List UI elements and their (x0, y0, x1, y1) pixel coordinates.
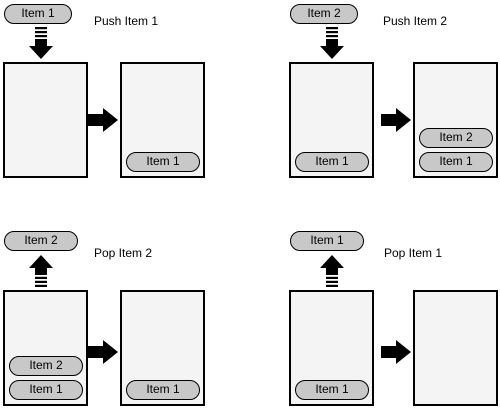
caption: Push Item 1 (94, 14, 159, 28)
transition-arrow-icon (88, 108, 118, 132)
stack-before: Item 1 (289, 62, 374, 178)
stack-after: Item 2 Item 1 (413, 62, 498, 178)
push-arrow-icon (320, 27, 344, 59)
stack-item: Item 1 (126, 152, 200, 172)
pop-arrow-icon (320, 255, 344, 287)
transition-arrow-icon (381, 108, 411, 132)
moving-item: Item 2 (4, 231, 78, 251)
stack-after (413, 290, 498, 406)
caption: Pop Item 1 (384, 246, 443, 260)
moving-item: Item 1 (4, 4, 72, 24)
stack-before: Item 2 Item 1 (3, 290, 88, 406)
stack-item: Item 2 (9, 356, 83, 376)
transition-arrow-icon (88, 340, 118, 364)
moving-item: Item 2 (290, 4, 358, 24)
stack-item: Item 1 (295, 152, 369, 172)
stack-before: Item 1 (289, 290, 374, 406)
caption: Pop Item 2 (94, 246, 153, 260)
transition-arrow-icon (381, 340, 411, 364)
stack-item: Item 2 (419, 128, 493, 148)
stack-item: Item 1 (419, 152, 493, 172)
stack-after: Item 1 (120, 62, 205, 178)
caption: Push Item 2 (383, 14, 448, 28)
stack-item: Item 1 (9, 380, 83, 400)
push-arrow-icon (29, 27, 53, 59)
pop-arrow-icon (29, 255, 53, 287)
stack-item: Item 1 (295, 380, 369, 400)
stack-before (3, 62, 88, 178)
stack-after: Item 1 (120, 290, 205, 406)
moving-item: Item 1 (290, 231, 364, 251)
stack-item: Item 1 (126, 380, 200, 400)
